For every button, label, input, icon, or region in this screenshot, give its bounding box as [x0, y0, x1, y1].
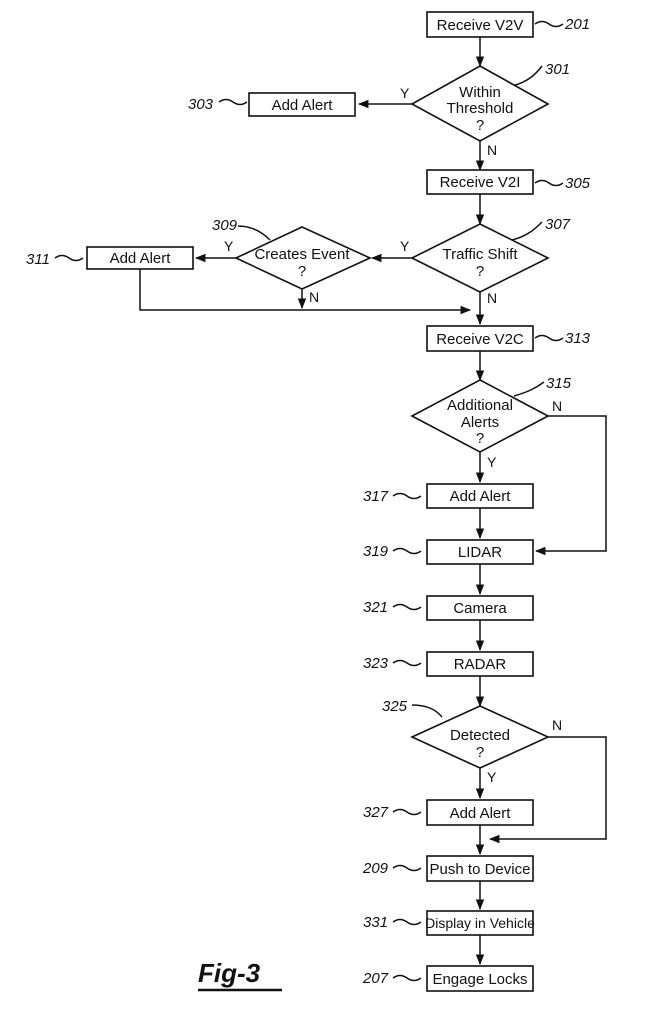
svg-text:Receive V2I: Receive V2I: [440, 174, 521, 191]
branch-labels: Y N Y N Y N N Y N Y: [224, 85, 562, 785]
reference-leaders: [54, 20, 564, 982]
svg-text:Add Alert: Add Alert: [450, 805, 512, 822]
decision-traffic-shift: Traffic Shift ?: [410, 223, 550, 293]
label-y-traffic: Y: [400, 238, 410, 254]
ref-209: 209: [362, 860, 389, 877]
decision-creates-event: Creates Event ?: [234, 226, 372, 290]
node-add-alert-311: Add Alert: [86, 246, 194, 270]
svg-text:LIDAR: LIDAR: [458, 544, 502, 561]
label-y-detected: Y: [487, 769, 497, 785]
svg-text:Add Alert: Add Alert: [110, 250, 172, 267]
svg-text:Camera: Camera: [453, 600, 507, 617]
ref-307: 307: [545, 216, 571, 233]
node-add-alert-327: Add Alert: [426, 799, 534, 826]
svg-text:Traffic Shift: Traffic Shift: [442, 246, 518, 263]
node-camera: Camera: [426, 595, 534, 621]
ref-301: 301: [545, 61, 570, 78]
ref-319: 319: [363, 543, 389, 560]
connectors: [139, 37, 607, 966]
svg-text:Within: Within: [459, 84, 501, 101]
label-n-creates: N: [309, 289, 319, 305]
svg-text:Add Alert: Add Alert: [450, 488, 512, 505]
svg-text:Alerts: Alerts: [461, 414, 499, 431]
svg-text:Add Alert: Add Alert: [272, 97, 334, 114]
arrow-additional-lidar: [534, 415, 607, 556]
ref-323: 323: [363, 655, 389, 672]
node-display-in-vehicle: Display in Vehicle: [425, 910, 535, 936]
node-engage-locks: Engage Locks: [426, 965, 534, 992]
node-add-alert-303: Add Alert: [248, 92, 356, 117]
ref-317: 317: [363, 488, 389, 505]
svg-text:Detected: Detected: [450, 727, 510, 744]
label-y-threshold: Y: [400, 85, 410, 101]
svg-text:?: ?: [476, 430, 484, 447]
arrow-alert311-merge: [139, 269, 472, 315]
ref-315: 315: [546, 375, 572, 392]
ref-207: 207: [362, 970, 389, 987]
svg-text:Receive V2C: Receive V2C: [436, 331, 524, 348]
label-n-traffic: N: [487, 290, 497, 306]
decision-within-threshold: Within Threshold ?: [410, 65, 550, 142]
reference-numerals: 201 301 303 305 307 309 311 313 315 317 …: [26, 16, 591, 987]
svg-text:?: ?: [298, 263, 306, 280]
ref-321: 321: [363, 599, 388, 616]
node-receive-v2v: Receive V2V: [426, 11, 534, 38]
node-lidar: LIDAR: [426, 539, 534, 565]
ref-331: 331: [363, 914, 388, 931]
node-receive-v2i: Receive V2I: [426, 169, 534, 195]
decision-detected: Detected ?: [410, 705, 550, 769]
ref-303: 303: [188, 96, 214, 113]
svg-text:Creates Event: Creates Event: [254, 246, 350, 263]
svg-text:Receive V2V: Receive V2V: [437, 17, 524, 34]
decision-additional-alerts: Additional Alerts ?: [410, 379, 550, 453]
svg-text:?: ?: [476, 117, 484, 134]
node-radar: RADAR: [426, 651, 534, 677]
ref-309: 309: [212, 217, 238, 234]
label-y-additional: Y: [487, 454, 497, 470]
ref-313: 313: [565, 330, 591, 347]
node-push-to-device: Push to Device: [426, 855, 534, 882]
figure-caption: Fig-3: [198, 958, 282, 992]
svg-text:Additional: Additional: [447, 397, 513, 414]
ref-325: 325: [382, 698, 408, 715]
svg-text:RADAR: RADAR: [454, 656, 507, 673]
svg-text:?: ?: [476, 744, 484, 761]
label-y-creates: Y: [224, 238, 234, 254]
svg-text:Threshold: Threshold: [447, 100, 514, 117]
ref-327: 327: [363, 804, 389, 821]
ref-311: 311: [26, 251, 50, 268]
label-n-additional: N: [552, 398, 562, 414]
label-n-detected: N: [552, 717, 562, 733]
node-add-alert-317: Add Alert: [426, 483, 534, 509]
ref-305: 305: [565, 175, 591, 192]
svg-text:Push to Device: Push to Device: [430, 861, 531, 878]
label-n-threshold: N: [487, 142, 497, 158]
arrow-detected-merge: [488, 736, 607, 844]
figure-label: Fig-3: [198, 958, 261, 988]
ref-201: 201: [564, 16, 590, 33]
svg-text:Engage Locks: Engage Locks: [432, 971, 527, 988]
svg-text:?: ?: [476, 263, 484, 280]
svg-text:Display in Vehicle: Display in Vehicle: [425, 915, 535, 931]
node-receive-v2c: Receive V2C: [426, 325, 534, 352]
